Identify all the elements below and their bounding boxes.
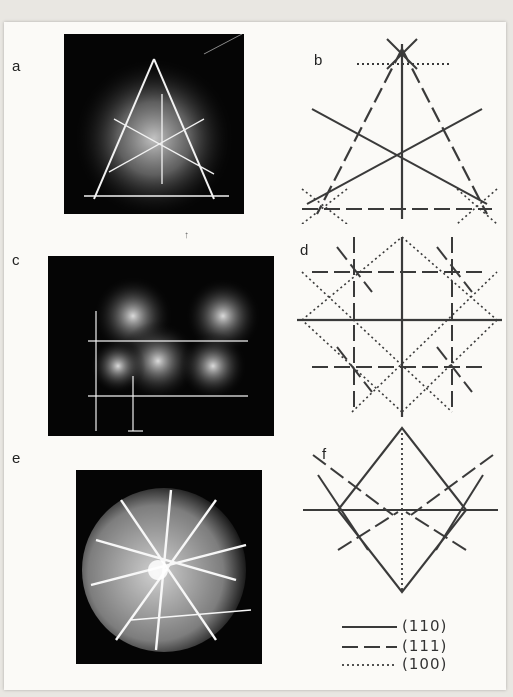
photo-panel-e	[76, 470, 262, 664]
legend-label-110: (110)	[402, 617, 447, 635]
legend-item-110: (110)	[342, 620, 492, 636]
solid-line-swatch	[342, 622, 397, 632]
legend-item-111: (111)	[342, 640, 492, 656]
legend-item-100: (100)	[342, 658, 492, 674]
dashed-line-swatch	[342, 642, 397, 652]
dotted-line-swatch	[342, 660, 397, 670]
panel-label-a: a	[12, 58, 20, 75]
photo-panel-c	[48, 256, 274, 436]
diagram-panel-b	[292, 34, 502, 224]
panel-label-c: c	[12, 252, 20, 269]
panel-label-e: e	[12, 450, 20, 467]
photo-panel-a	[64, 34, 244, 214]
stray-mark: ↑	[184, 230, 189, 241]
diagram-panel-f	[298, 420, 504, 596]
legend: (110) (111) (100)	[342, 620, 492, 680]
figure-page: a b	[4, 22, 506, 690]
legend-label-111: (111)	[402, 637, 447, 655]
legend-label-100: (100)	[402, 655, 447, 673]
diagram-panel-d	[292, 232, 502, 422]
